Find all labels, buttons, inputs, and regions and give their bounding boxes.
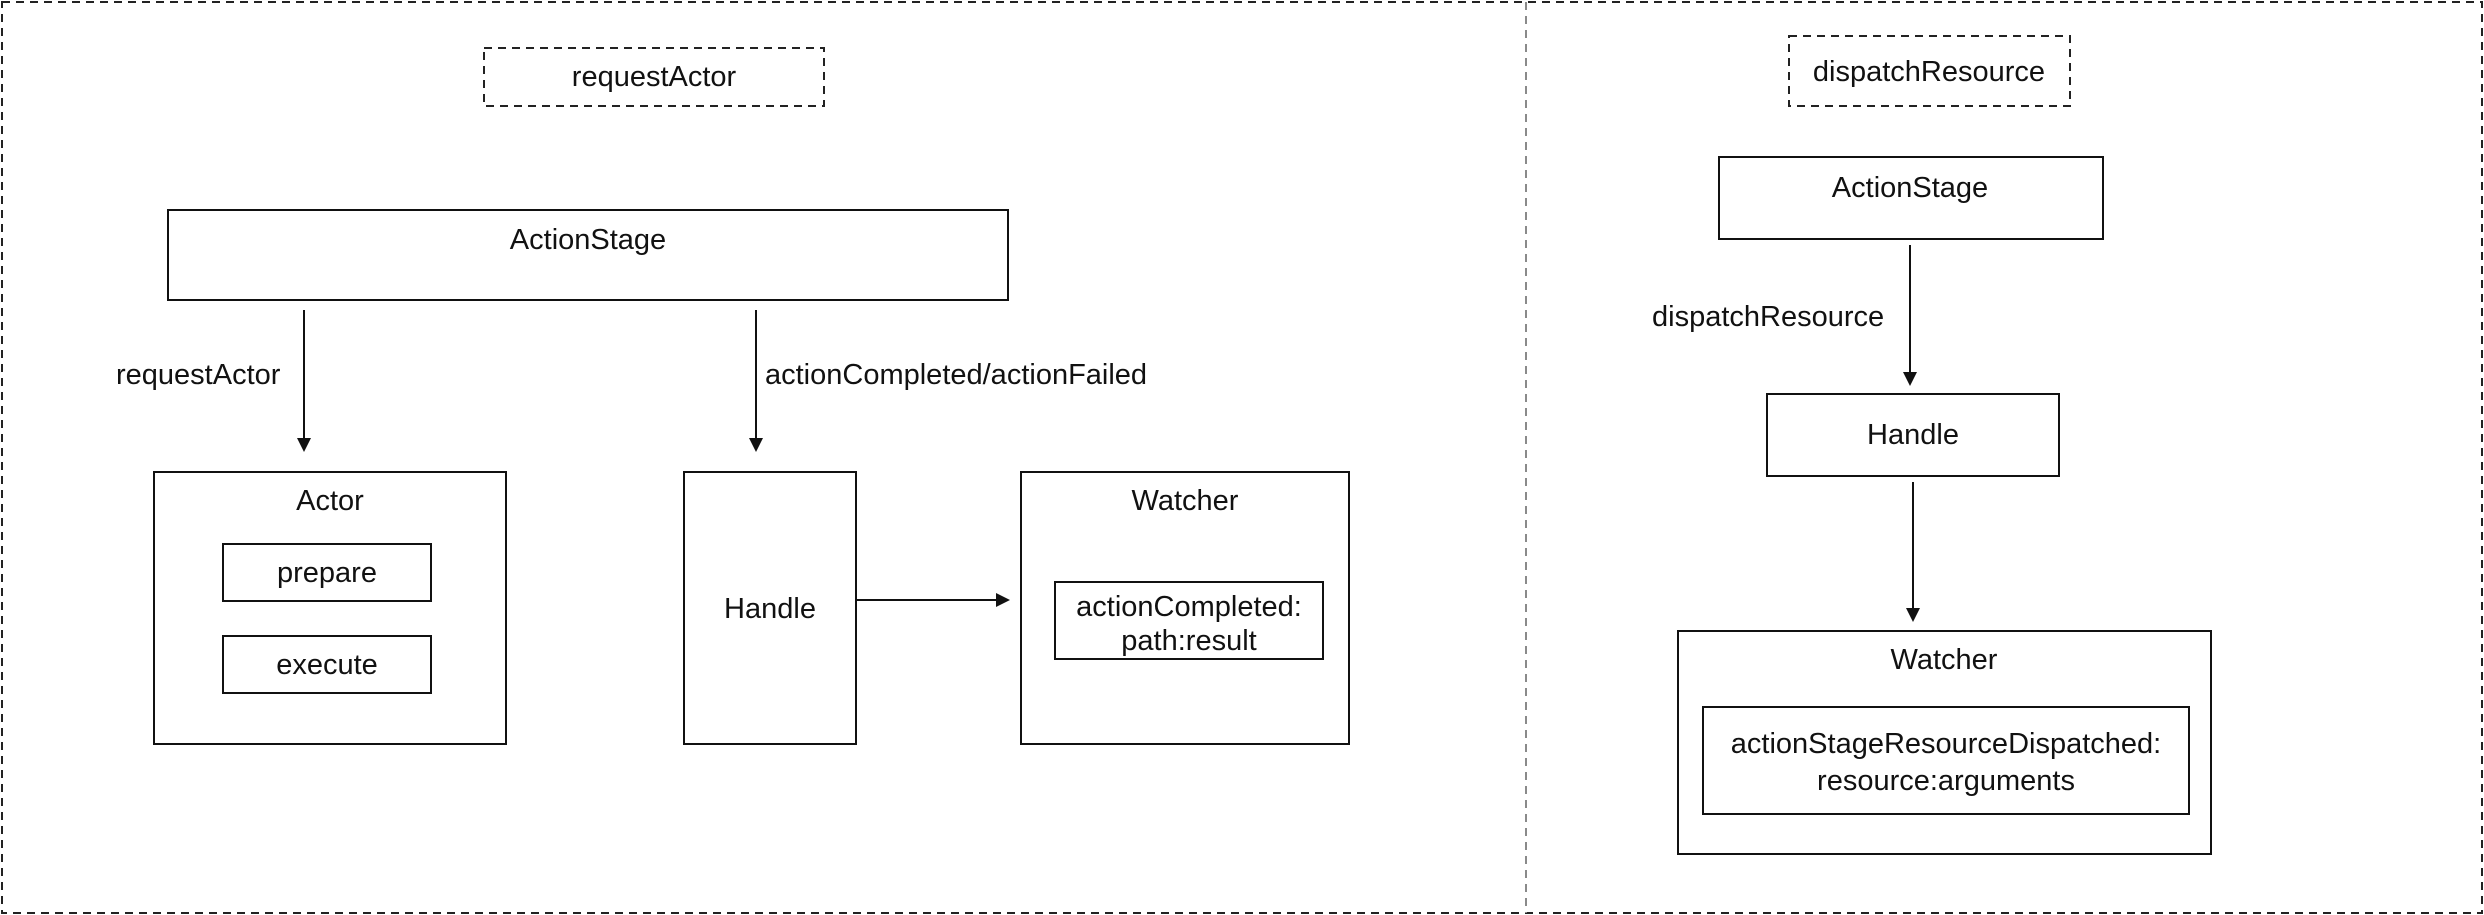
left-panel: requestActor ActionStage requestActor ac… — [116, 47, 1350, 745]
left-watcher-title: Watcher — [1132, 485, 1239, 517]
actor-title: Actor — [296, 485, 364, 517]
right-handle-box — [1766, 393, 2060, 477]
left-action-stage-box — [167, 209, 1009, 301]
left-watcher-callback-box — [1054, 581, 1324, 660]
actor-box — [153, 471, 507, 745]
edge-action-completed-label: actionCompleted/actionFailed — [765, 359, 1147, 391]
edge-dispatch-resource-label: dispatchResource — [1652, 301, 1884, 333]
right-handle-label: Handle — [1867, 419, 1959, 451]
left-panel-title: requestActor — [572, 61, 737, 93]
left-watcher-callback-line1: actionCompleted: — [1076, 591, 1302, 623]
left-action-stage-label: ActionStage — [510, 224, 666, 256]
right-panel: dispatchResource ActionStage dispatchRes… — [1652, 35, 2212, 855]
execute-box — [222, 635, 432, 694]
left-handle-label: Handle — [724, 593, 816, 625]
right-watcher-title: Watcher — [1891, 644, 1998, 676]
right-action-stage-label: ActionStage — [1832, 172, 1988, 204]
right-watcher-callback-line2: resource:arguments — [1817, 765, 2075, 797]
right-panel-title-box — [1788, 35, 2071, 107]
left-handle-box — [683, 471, 857, 745]
right-action-stage-box — [1718, 156, 2104, 240]
execute-label: execute — [276, 649, 378, 681]
left-panel-title-box — [483, 47, 825, 107]
left-watcher-callback-line2: path:result — [1121, 625, 1256, 657]
edge-request-actor-label: requestActor — [116, 359, 281, 391]
prepare-label: prepare — [277, 557, 377, 589]
prepare-box — [222, 543, 432, 602]
right-panel-title: dispatchResource — [1813, 56, 2045, 88]
right-watcher-callback-box — [1702, 706, 2190, 815]
right-watcher-callback-line1: actionStageResourceDispatched: — [1731, 728, 2161, 760]
